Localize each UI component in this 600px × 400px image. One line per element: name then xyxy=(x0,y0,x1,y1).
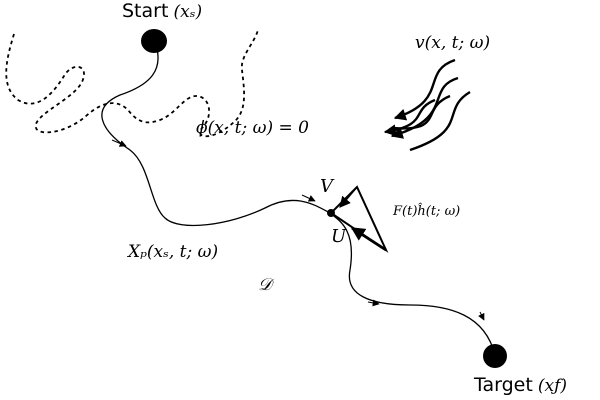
velocity-field-label: v(x, t; ω) xyxy=(415,33,491,53)
steering-vector-arrow xyxy=(339,186,358,208)
velocity-arrow-4 xyxy=(383,98,436,137)
start-label: Start (xₛ) xyxy=(122,2,202,21)
particle-path xyxy=(101,41,496,356)
u-point-label: U xyxy=(331,226,347,247)
steering-base-arrow xyxy=(350,226,387,252)
steering-label: F(t)ĥ(t; ω) xyxy=(393,204,461,219)
particle-point xyxy=(327,209,335,217)
path-arrow-1 xyxy=(111,139,127,147)
path-arrow-4 xyxy=(478,311,485,321)
path-arrow-2 xyxy=(301,194,316,202)
path-arrow-3 xyxy=(367,299,380,307)
velocity-wave-outer xyxy=(409,90,471,152)
target-symbol: (xƒ) xyxy=(537,376,568,396)
target-word: Target xyxy=(474,374,533,396)
velocity-arrow-3 xyxy=(392,94,451,130)
target-label: Target (xƒ) xyxy=(474,376,567,395)
level-set-boundary xyxy=(5,29,259,138)
domain-label: 𝒟 xyxy=(258,275,272,295)
start-dot xyxy=(141,29,167,53)
target-dot xyxy=(483,344,507,368)
start-symbol: (xₛ) xyxy=(173,2,203,22)
path-label: Xₚ(xₛ, t; ω) xyxy=(128,242,219,262)
level-set-label: ϕ(x, t; ω) = 0 xyxy=(196,118,309,138)
velocity-arrow-1 xyxy=(393,58,456,121)
v-point-label: V xyxy=(320,176,333,197)
start-word: Start xyxy=(122,0,169,22)
